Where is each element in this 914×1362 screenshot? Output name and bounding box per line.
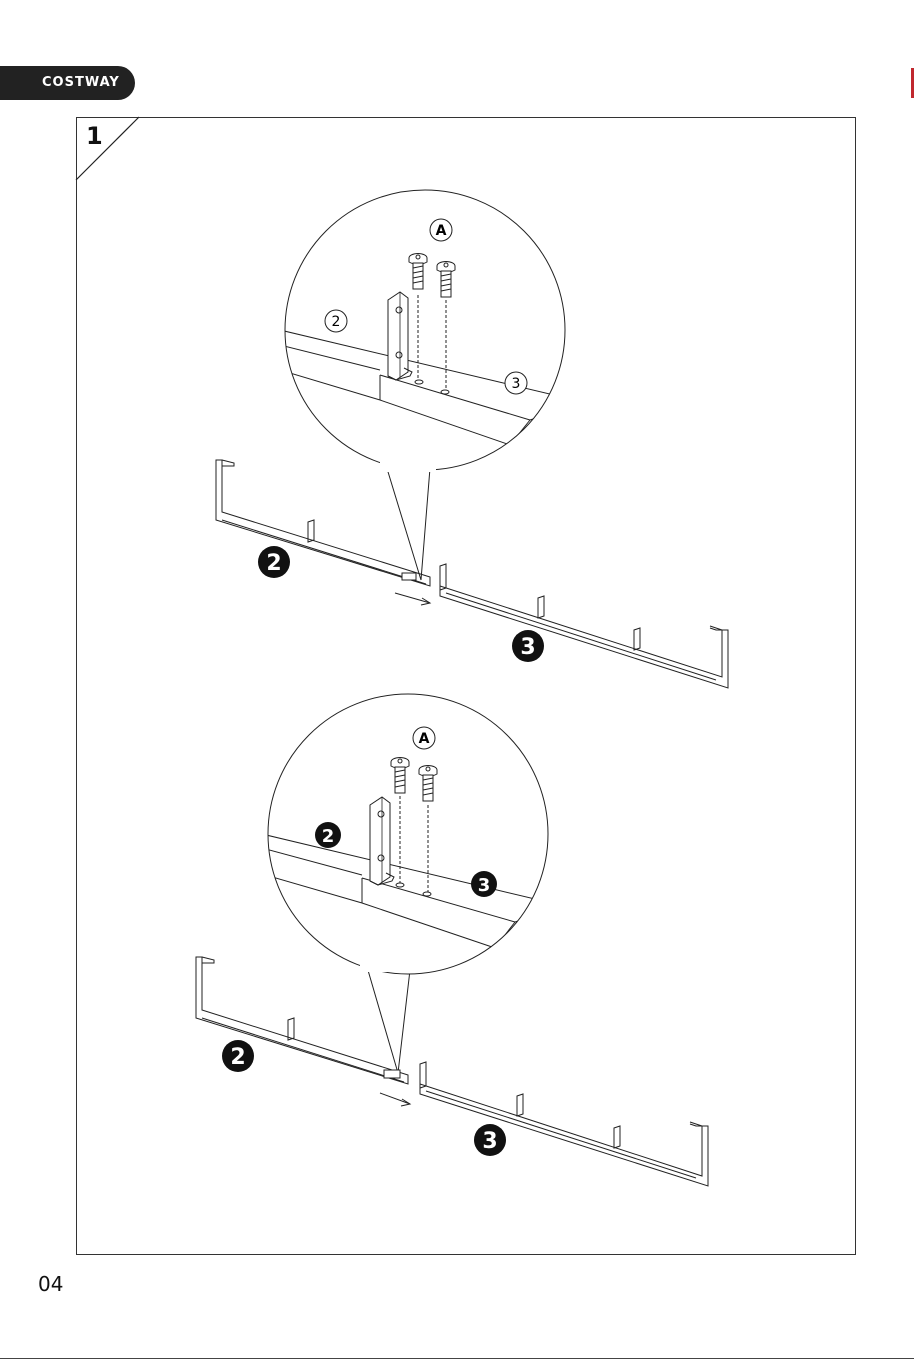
- part-label-right: 3: [512, 376, 521, 392]
- page-number: 04: [38, 1272, 63, 1296]
- detail-callout-top: A 2 3: [280, 190, 575, 580]
- svg-text:3: 3: [482, 1129, 497, 1154]
- direction-arrow-icon: [380, 1093, 410, 1106]
- svg-text:3: 3: [520, 635, 535, 660]
- part-badge-3-top: 3: [512, 630, 544, 662]
- svg-text:2: 2: [266, 551, 281, 576]
- frame-rail-right-top: [440, 564, 728, 688]
- part-badge-2-bottom: 2: [222, 1040, 254, 1072]
- detail-callout-bottom: A 2 3: [262, 694, 560, 1073]
- hardware-label: A: [436, 223, 447, 239]
- bottom-divider: [0, 1358, 914, 1359]
- step-corner-divider: [76, 117, 139, 180]
- part-label-right: 3: [478, 875, 491, 896]
- part-label-left: 2: [332, 314, 341, 330]
- frame-rail-right-bottom: [420, 1062, 708, 1186]
- direction-arrow-icon: [395, 593, 430, 605]
- part-label-left: 2: [322, 826, 335, 847]
- part-badge-3-bottom: 3: [474, 1124, 506, 1156]
- hardware-label: A: [419, 731, 430, 747]
- part-badge-2-top: 2: [258, 546, 290, 578]
- svg-text:2: 2: [230, 1045, 245, 1070]
